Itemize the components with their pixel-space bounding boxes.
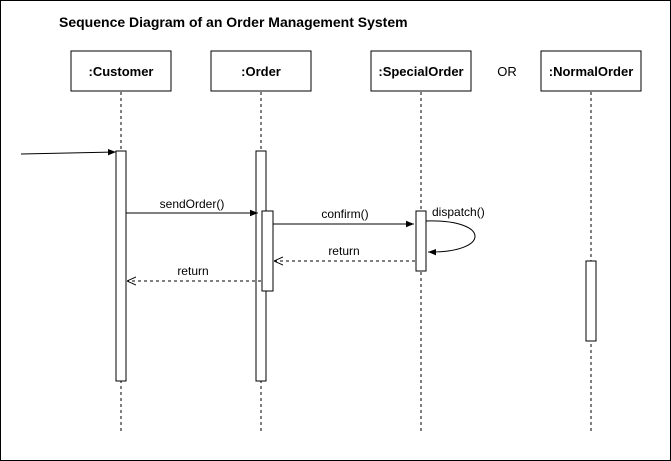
lifeline-order-label: :Order <box>241 64 281 79</box>
send-order-label: sendOrder() <box>160 197 225 211</box>
return-order-label: return <box>177 264 208 278</box>
message-dispatch[interactable]: dispatch() <box>425 205 485 256</box>
activation-customer[interactable] <box>115 150 127 382</box>
diagram-title: Sequence Diagram of an Order Management … <box>59 14 408 30</box>
lifeline-specialorder-box[interactable] <box>370 50 472 92</box>
lifeline-order[interactable]: :Order <box>210 50 312 92</box>
activation-normalorder[interactable] <box>585 260 597 342</box>
lifeline-order-box[interactable] <box>210 50 312 92</box>
incoming-message-arrow[interactable] <box>20 148 117 156</box>
dispatch-label: dispatch() <box>432 205 485 219</box>
lifeline-specialorder-label: :SpecialOrder <box>378 64 463 79</box>
message-send-order[interactable]: sendOrder() <box>126 197 258 217</box>
confirm-label: confirm() <box>321 207 368 221</box>
dispatch-arrow[interactable] <box>425 220 476 256</box>
activation-order-inner[interactable] <box>261 210 274 292</box>
message-confirm[interactable]: confirm() <box>273 207 414 228</box>
lifeline-normalorder[interactable]: :NormalOrder <box>540 50 642 92</box>
return-special-label: return <box>328 244 359 258</box>
message-return-order[interactable]: return <box>127 264 261 281</box>
message-return-special[interactable]: return <box>274 244 415 261</box>
lifeline-specialorder[interactable]: :SpecialOrder <box>370 50 472 92</box>
activation-specialorder[interactable] <box>415 210 427 272</box>
or-separator: OR <box>497 64 517 79</box>
lifeline-customer[interactable]: :Customer <box>70 50 172 92</box>
lifeline-customer-box[interactable] <box>70 50 172 92</box>
lifeline-customer-label: :Customer <box>88 64 153 79</box>
lifeline-normalorder-box[interactable] <box>540 50 642 92</box>
lifeline-normalorder-label: :NormalOrder <box>549 64 634 79</box>
